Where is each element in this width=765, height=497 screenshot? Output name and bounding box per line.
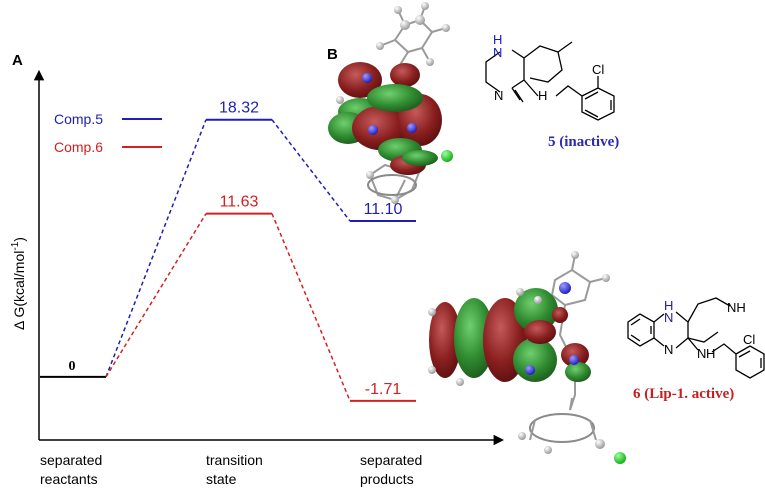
compound6-caption: 6 (Lip-1. active) — [633, 386, 734, 402]
compound6-atom-n3: N — [697, 346, 706, 361]
x-tick-transition: transition state — [206, 452, 267, 487]
orbital-image-comp5 — [328, 2, 453, 204]
x-tick-products: separated products — [360, 452, 426, 487]
compound5-caption: 5 (inactive) — [548, 134, 619, 150]
label-reactants: 0 — [69, 359, 76, 374]
compound5-atom-cl: Cl — [592, 62, 604, 77]
compound5-atom-n1: N — [493, 45, 502, 60]
connector-comp5-1 — [271, 119, 351, 222]
compound5-atom-n2: N — [494, 88, 503, 103]
value-label-comp6-products: -1.71 — [365, 381, 402, 398]
structure-compound-6 — [627, 297, 765, 379]
x-tick-reactants-line1: separated — [40, 452, 102, 468]
compound6-atom-n1: N — [664, 310, 673, 325]
x-tick-products-line2: products — [360, 471, 414, 487]
compound5-atom-n3: H — [538, 88, 547, 103]
structure-compound-5-labels: H N N H H Cl — [493, 32, 604, 103]
y-axis-label: Δ G(kcal/mol-1) — [10, 237, 27, 330]
structure-compound-6-labels: H N NH N N H Cl — [664, 298, 755, 361]
chart-marks: 0 18.32 11.10 11.63 -1.71 — [40, 100, 416, 402]
compound6-atom-h2: H — [706, 346, 715, 361]
panel-label-b: B — [327, 46, 338, 63]
compound5-atom-h2: H — [538, 88, 547, 103]
value-label-comp5-products: 11.10 — [364, 201, 403, 218]
x-tick-transition-line1: transition — [206, 452, 263, 468]
x-tick-reactants: separated reactants — [40, 452, 106, 487]
legend-label-comp5: Comp.5 — [54, 111, 103, 127]
compound6-atom-h: H — [664, 298, 673, 313]
compound6-atom-cl: Cl — [743, 332, 755, 347]
compound6-atom-n2: N — [664, 342, 673, 357]
orbital-image-comp6 — [428, 251, 626, 464]
compound6-atom-nh: NH — [727, 300, 746, 315]
x-tick-products-line1: separated — [360, 452, 422, 468]
connector-comp5-0 — [105, 119, 207, 378]
value-label-comp6-transition: 11.63 — [220, 194, 259, 211]
legend-label-comp6: Comp.6 — [54, 139, 103, 155]
panel-label-a: A — [12, 52, 23, 69]
value-label-comp5-transition: 18.32 — [219, 100, 259, 117]
structure-compound-5 — [485, 41, 615, 121]
x-tick-transition-line2: state — [206, 471, 237, 487]
connector-comp6-1 — [271, 213, 351, 402]
x-tick-reactants-line2: reactants — [40, 471, 98, 487]
compound5-atom-h: H — [493, 32, 502, 47]
connector-comp6-0 — [105, 213, 207, 378]
